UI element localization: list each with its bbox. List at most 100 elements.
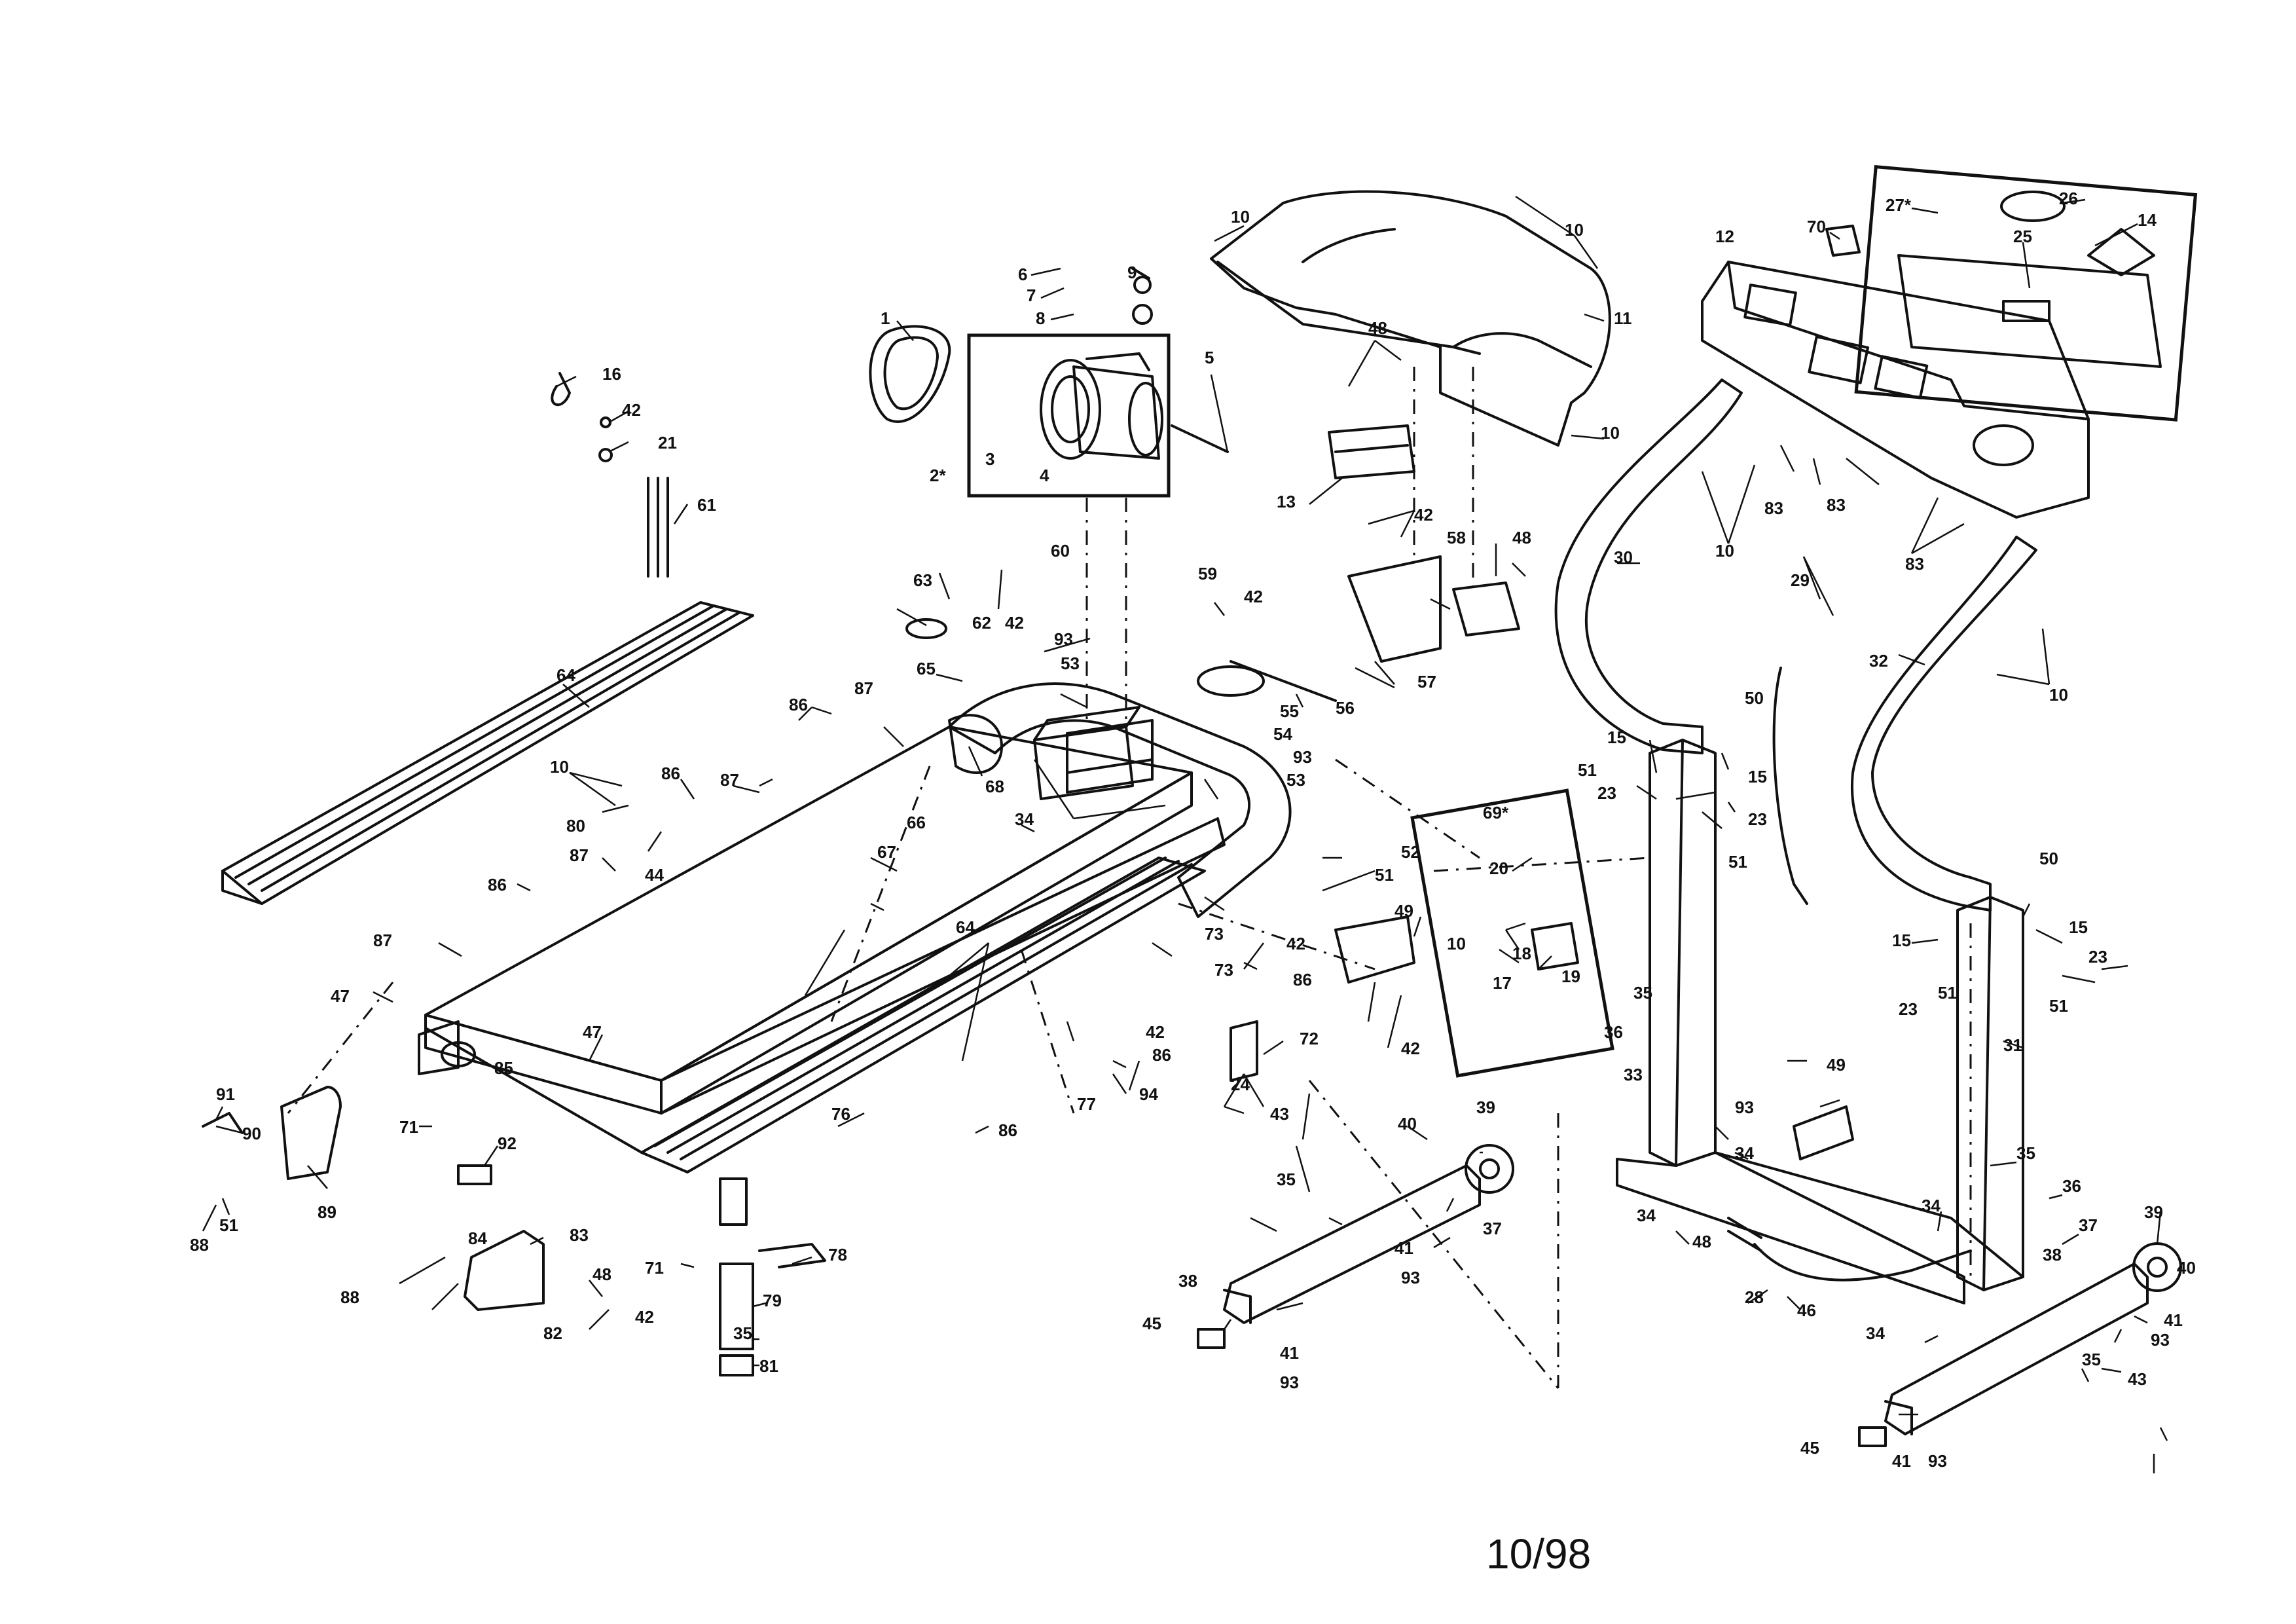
callout-93c: 93 — [1401, 1268, 1420, 1287]
callout-68: 68 — [985, 777, 1004, 796]
callout-17: 17 — [1493, 973, 1512, 993]
callout-62: 62 — [972, 613, 991, 633]
callout-49b: 49 — [1827, 1055, 1846, 1075]
callout-9: 9 — [1127, 263, 1137, 282]
callout-42b: 42 — [1005, 613, 1024, 633]
callout-10f: 10 — [550, 757, 569, 777]
callout-64a: 64 — [556, 665, 575, 685]
callout-34b: 34 — [1735, 1143, 1754, 1163]
callout-51e: 51 — [1375, 865, 1394, 885]
callout-51d: 51 — [2049, 996, 2068, 1016]
callout-2: 2* — [930, 466, 946, 485]
callout-51b: 51 — [1728, 852, 1747, 872]
upright-base-frame — [1616, 1151, 2024, 1304]
callout-49a: 49 — [1394, 901, 1413, 921]
callout-82: 82 — [543, 1323, 562, 1343]
callout-47b: 47 — [583, 1022, 602, 1042]
side-rail-left — [221, 601, 754, 905]
callout-7: 7 — [1027, 286, 1036, 305]
callout-23b: 23 — [1748, 809, 1767, 829]
callout-44: 44 — [645, 865, 664, 885]
callout-33: 33 — [1624, 1065, 1643, 1084]
callout-3: 3 — [985, 449, 994, 469]
callout-65: 65 — [917, 659, 936, 678]
callout-36b: 36 — [2062, 1176, 2081, 1196]
callout-35b: 35 — [1277, 1170, 1296, 1189]
tie-straps — [647, 477, 669, 578]
callout-80: 80 — [566, 816, 585, 836]
rear-covers — [280, 1020, 545, 1311]
callout-77: 77 — [1077, 1094, 1096, 1114]
callout-46: 46 — [1797, 1301, 1816, 1320]
callout-41b: 41 — [1280, 1343, 1299, 1363]
callout-19: 19 — [1561, 967, 1580, 986]
page-code: 10/98 — [1486, 1530, 1591, 1578]
callout-83d: 83 — [1905, 554, 1924, 574]
callout-86d: 86 — [1293, 970, 1312, 989]
callout-93b: 93 — [1293, 747, 1312, 767]
callout-93a: 93 — [1054, 629, 1073, 649]
callout-87b: 87 — [720, 770, 739, 790]
callout-35a: 35 — [1633, 983, 1652, 1003]
electronics — [1033, 424, 1520, 800]
callout-40a: 40 — [1398, 1114, 1417, 1134]
callout-8: 8 — [1036, 308, 1045, 328]
callout-63: 63 — [913, 570, 932, 590]
callout-35e: 35 — [2082, 1350, 2101, 1369]
callout-41a: 41 — [1394, 1238, 1413, 1258]
decal — [1825, 225, 1861, 257]
handrail-right — [1851, 536, 2037, 912]
nut — [1133, 276, 1152, 294]
callout-85: 85 — [494, 1058, 513, 1078]
assembly-lines — [287, 367, 1972, 1389]
console-overlay-box — [1854, 165, 2198, 422]
callout-34e: 34 — [1866, 1323, 1885, 1343]
belt-guard — [948, 714, 1003, 774]
motor-hood — [1210, 190, 1611, 447]
callout-54: 54 — [1273, 724, 1292, 744]
callout-43b: 43 — [2128, 1369, 2147, 1389]
callout-37a: 37 — [1483, 1219, 1502, 1238]
callout-10d: 10 — [1715, 541, 1734, 561]
washer — [1132, 304, 1153, 325]
callout-86f: 86 — [998, 1120, 1017, 1140]
callout-88a: 88 — [190, 1235, 209, 1255]
callout-94: 94 — [1139, 1084, 1158, 1104]
callout-86e: 86 — [1152, 1045, 1171, 1065]
incline-sensor-box — [1410, 788, 1614, 1078]
callout-51c: 51 — [1938, 983, 1957, 1003]
callout-5: 5 — [1205, 348, 1214, 367]
callout-76: 76 — [831, 1104, 850, 1124]
callout-81: 81 — [759, 1356, 778, 1376]
callout-42c: 42 — [1414, 505, 1433, 525]
callout-15c: 15 — [1892, 931, 1911, 950]
callout-37b: 37 — [2079, 1215, 2098, 1235]
callout-71a: 71 — [399, 1117, 418, 1137]
callout-83b: 83 — [1764, 498, 1783, 518]
callout-72: 72 — [1300, 1029, 1319, 1048]
callout-35d: 35 — [2016, 1143, 2035, 1163]
callout-48b: 48 — [1512, 528, 1531, 547]
callout-87c: 87 — [570, 845, 589, 865]
callout-24: 24 — [1231, 1075, 1250, 1094]
callout-10b: 10 — [1565, 220, 1584, 240]
callout-47a: 47 — [331, 986, 350, 1006]
callout-23c: 23 — [1899, 999, 1918, 1019]
wire-harness — [1727, 667, 1972, 1282]
callout-15b: 15 — [1748, 767, 1767, 786]
handrail-left — [1554, 378, 1743, 754]
upright-left — [1649, 739, 1717, 1167]
callout-43a: 43 — [1270, 1104, 1289, 1124]
callout-42g: 42 — [1401, 1039, 1420, 1058]
stabilizer-left — [1197, 1144, 1514, 1349]
callout-56: 56 — [1336, 698, 1355, 718]
deck-frame — [424, 682, 1292, 1115]
callout-1: 1 — [881, 308, 890, 328]
callout-59: 59 — [1198, 564, 1217, 583]
callout-39a: 39 — [1476, 1098, 1495, 1117]
callout-93e: 93 — [1735, 1098, 1754, 1117]
callout-labels: 1 2* 3 4 5 6 7 8 9 10 10 10 10 10 10 10 … — [190, 189, 2196, 1471]
callout-26: 26 — [2059, 189, 2078, 208]
callout-42a: 42 — [622, 400, 641, 420]
